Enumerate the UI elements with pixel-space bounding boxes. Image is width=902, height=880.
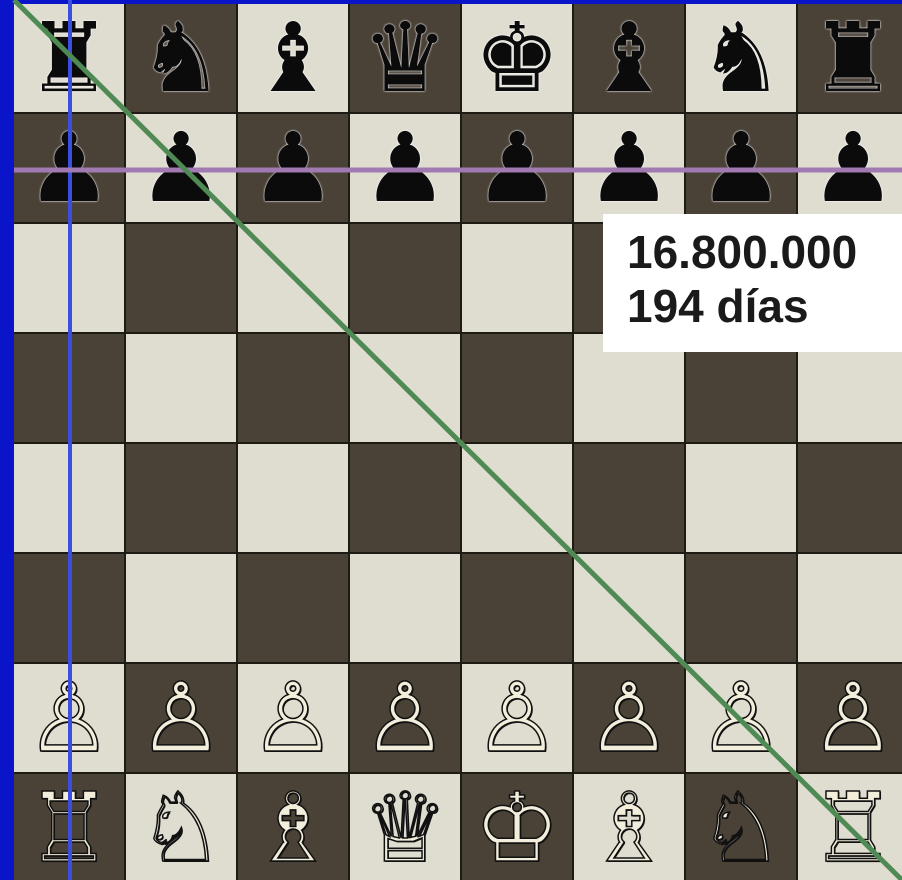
black-queen-icon[interactable]: ♛ (362, 10, 448, 106)
black-pawn-icon[interactable]: ♟ (138, 120, 224, 216)
square[interactable] (350, 444, 462, 554)
square[interactable] (462, 444, 574, 554)
square[interactable] (798, 444, 902, 554)
white-bishop-icon[interactable]: ♗ (586, 780, 672, 876)
white-pawn-icon[interactable]: ♙ (26, 670, 112, 766)
square[interactable]: ♕ (350, 774, 462, 880)
square[interactable]: ♟ (14, 114, 126, 224)
square[interactable]: ♖ (798, 774, 902, 880)
square[interactable]: ♝ (574, 4, 686, 114)
square[interactable] (350, 224, 462, 334)
square[interactable] (126, 224, 238, 334)
square[interactable] (14, 334, 126, 444)
statistic-count: 16.800.000 (627, 226, 902, 280)
white-rook-icon[interactable]: ♖ (810, 780, 896, 876)
square[interactable] (574, 444, 686, 554)
square[interactable] (126, 334, 238, 444)
square[interactable]: ♟ (574, 114, 686, 224)
square[interactable]: ♟ (686, 114, 798, 224)
square[interactable]: ♟ (350, 114, 462, 224)
white-knight-icon[interactable]: ♘ (138, 780, 224, 876)
white-pawn-icon[interactable]: ♙ (138, 670, 224, 766)
square[interactable] (798, 554, 902, 664)
black-bishop-icon[interactable]: ♝ (586, 10, 672, 106)
white-pawn-icon[interactable]: ♙ (362, 670, 448, 766)
square[interactable] (126, 554, 238, 664)
square[interactable] (238, 554, 350, 664)
black-pawn-icon[interactable]: ♟ (810, 120, 896, 216)
black-pawn-icon[interactable]: ♟ (250, 120, 336, 216)
black-bishop-icon[interactable]: ♝ (250, 10, 336, 106)
square[interactable] (14, 444, 126, 554)
square[interactable] (238, 334, 350, 444)
square[interactable]: ♘ (126, 774, 238, 880)
white-queen-icon[interactable]: ♕ (362, 780, 448, 876)
black-knight-icon[interactable]: ♞ (698, 10, 784, 106)
black-rook-icon[interactable]: ♜ (26, 10, 112, 106)
black-pawn-icon[interactable]: ♟ (26, 120, 112, 216)
square[interactable]: ♞ (686, 4, 798, 114)
statistic-duration: 194 días (627, 280, 902, 334)
square[interactable]: ♙ (126, 664, 238, 774)
black-knight-icon[interactable]: ♞ (138, 10, 224, 106)
square[interactable] (126, 444, 238, 554)
white-pawn-icon[interactable]: ♙ (810, 670, 896, 766)
square[interactable] (686, 444, 798, 554)
square[interactable]: ♙ (14, 664, 126, 774)
square[interactable] (350, 334, 462, 444)
square[interactable]: ♙ (574, 664, 686, 774)
square[interactable]: ♖ (14, 774, 126, 880)
black-pawn-icon[interactable]: ♟ (362, 120, 448, 216)
chess-board: ♜ ♞ ♝ ♛ ♚ ♝ ♞ ♜ ♟ ♟ ♟ ♟ ♟ ♟ ♟ ♟ ♙ ♙ ♙ ♙ ♙ ♙ ♙ ♙ ♖ ♘ ♗ ♕ ♔ ♗ ♘ ♖ (14, 4, 902, 880)
square[interactable]: ♙ (462, 664, 574, 774)
square[interactable] (14, 554, 126, 664)
square[interactable] (350, 554, 462, 664)
white-rook-icon[interactable]: ♖ (26, 780, 112, 876)
square[interactable]: ♙ (798, 664, 902, 774)
white-king-icon[interactable]: ♔ (474, 780, 560, 876)
square[interactable]: ♙ (238, 664, 350, 774)
square[interactable] (462, 224, 574, 334)
white-pawn-icon[interactable]: ♙ (586, 670, 672, 766)
black-king-icon[interactable]: ♚ (474, 10, 560, 106)
square[interactable] (574, 554, 686, 664)
square[interactable]: ♗ (574, 774, 686, 880)
square[interactable] (14, 224, 126, 334)
square[interactable]: ♞ (126, 4, 238, 114)
black-pawn-icon[interactable]: ♟ (586, 120, 672, 216)
white-knight-icon[interactable]: ♘ (698, 780, 784, 876)
white-pawn-icon[interactable]: ♙ (474, 670, 560, 766)
black-rook-icon[interactable]: ♜ (810, 10, 896, 106)
white-pawn-icon[interactable]: ♙ (698, 670, 784, 766)
square[interactable] (238, 224, 350, 334)
square[interactable] (462, 554, 574, 664)
square[interactable]: ♛ (350, 4, 462, 114)
square[interactable] (238, 444, 350, 554)
square[interactable]: ♟ (798, 114, 902, 224)
square[interactable]: ♚ (462, 4, 574, 114)
square[interactable]: ♟ (126, 114, 238, 224)
square[interactable]: ♘ (686, 774, 798, 880)
square[interactable]: ♟ (238, 114, 350, 224)
square[interactable] (462, 334, 574, 444)
black-pawn-icon[interactable]: ♟ (698, 120, 784, 216)
square[interactable]: ♟ (462, 114, 574, 224)
black-pawn-icon[interactable]: ♟ (474, 120, 560, 216)
white-pawn-icon[interactable]: ♙ (250, 670, 336, 766)
square[interactable]: ♙ (686, 664, 798, 774)
square[interactable]: ♝ (238, 4, 350, 114)
statistic-label: 16.800.000 194 días (603, 214, 902, 352)
square[interactable] (686, 554, 798, 664)
square[interactable]: ♗ (238, 774, 350, 880)
square[interactable]: ♙ (350, 664, 462, 774)
white-bishop-icon[interactable]: ♗ (250, 780, 336, 876)
square[interactable]: ♜ (798, 4, 902, 114)
square[interactable]: ♜ (14, 4, 126, 114)
square[interactable]: ♔ (462, 774, 574, 880)
